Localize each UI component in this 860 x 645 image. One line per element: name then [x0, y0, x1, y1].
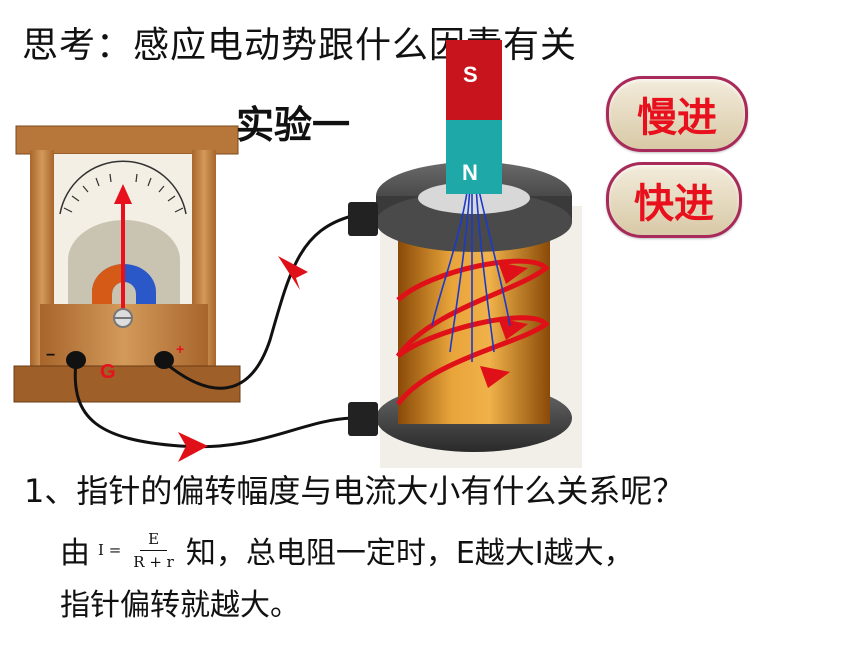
current-arrow-lower	[178, 432, 208, 462]
minus-terminal-label: −	[46, 347, 55, 364]
ohm-law-formula: I = E R + r	[98, 530, 180, 571]
upper-wire	[163, 214, 353, 390]
galvanometer: G − +	[13, 125, 241, 403]
galvanometer-label: G	[100, 361, 116, 383]
solenoid-coil	[348, 162, 582, 468]
experiment-label: 实验一	[236, 103, 351, 147]
formula-denominator: R + r	[133, 552, 174, 571]
conclusion-text: 指针偏转就越大。	[60, 588, 300, 623]
explanation-suffix: 知，总电阻一定时，E越大I越大，	[185, 536, 634, 571]
induction-experiment-illustration: G − + S N	[13, 40, 582, 468]
slow-forward-button[interactable]: 慢进	[606, 76, 748, 152]
explanation-prefix: 由	[60, 536, 90, 571]
formula-lhs: I =	[98, 541, 122, 559]
plus-terminal-label: +	[176, 341, 184, 357]
current-arrow-upper	[278, 256, 308, 290]
fast-forward-button[interactable]: 快进	[606, 162, 742, 238]
explanation-line: 由 I = E R + r 知，总电阻一定时，E越大I越大，	[60, 528, 634, 572]
formula-fraction: E R + r	[127, 530, 180, 571]
magnet-south-label: S	[463, 62, 478, 87]
bar-magnet: S N	[446, 40, 502, 194]
magnet-north-label: N	[462, 160, 478, 185]
magnetic-field-lines	[431, 185, 511, 362]
formula-numerator: E	[140, 530, 168, 551]
question-text: 1、指针的偏转幅度与电流大小有什么关系呢？	[24, 472, 685, 510]
lower-wire	[73, 361, 353, 449]
